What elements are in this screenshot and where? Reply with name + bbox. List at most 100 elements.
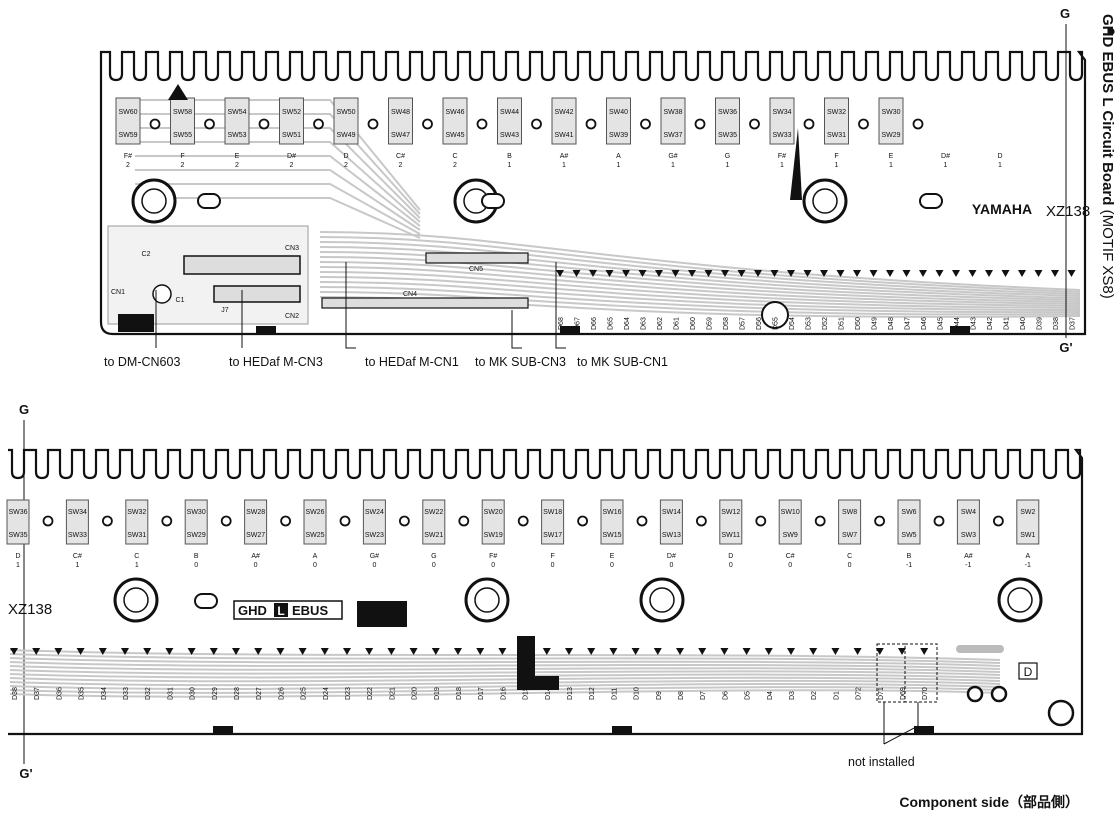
- diode-symbol: [498, 648, 507, 655]
- switch-pad: [442, 97, 468, 145]
- bar-pad: [956, 645, 1004, 653]
- switch-label: SW35: [718, 132, 737, 139]
- key-octave: 0: [848, 562, 852, 569]
- diode-label: D65: [608, 317, 615, 330]
- switch-label: SW27: [246, 532, 265, 539]
- top-trace: [319, 266, 1081, 305]
- key-octave: 2: [181, 162, 185, 169]
- key-octave: 1: [671, 162, 675, 169]
- mount-hole: [367, 118, 379, 130]
- diode-symbol: [54, 648, 63, 655]
- top-trace: [319, 241, 1081, 295]
- diode-label: D6: [722, 691, 729, 700]
- top-trace: [319, 246, 1081, 297]
- bottom-trace: [9, 682, 1001, 691]
- capacitor-c1: [152, 284, 172, 304]
- key-octave: 0: [551, 562, 555, 569]
- page-title: ● GHD EBUS L Circuit Board (MOTIF XS8): [1099, 14, 1116, 299]
- switch-label: SW47: [391, 132, 410, 139]
- bottom-trace: [9, 649, 1001, 661]
- diode-symbol: [853, 648, 862, 655]
- diode-label: D45: [938, 317, 945, 330]
- diode-label: D32: [145, 687, 152, 700]
- switch-label: SW24: [365, 509, 384, 516]
- key-octave: -1: [1025, 562, 1031, 569]
- bottom-trace: [9, 676, 1001, 683]
- top-trace: [319, 271, 1081, 307]
- top-trace: [135, 127, 421, 219]
- diode-symbol: [609, 648, 618, 655]
- key-note: D#: [941, 153, 950, 160]
- key-octave: 0: [313, 562, 317, 569]
- bottom-trace: [9, 673, 1001, 679]
- key-octave: 2: [126, 162, 130, 169]
- switch-label: SW21: [424, 532, 443, 539]
- key-octave: 1: [135, 562, 139, 569]
- key-note: D: [343, 153, 348, 160]
- marker-g: G: [19, 402, 29, 417]
- switch-label: SW60: [118, 109, 137, 116]
- key-octave: 1: [16, 562, 20, 569]
- switch-label: SW30: [881, 109, 900, 116]
- key-octave: 1: [780, 162, 784, 169]
- switch-label: SW14: [662, 509, 681, 516]
- screw-hole: [761, 301, 789, 329]
- key-octave: 1: [508, 162, 512, 169]
- switch-label: SW43: [500, 132, 519, 139]
- switch-label: SW18: [543, 509, 562, 516]
- switch-label: SW29: [187, 532, 206, 539]
- diode-symbol: [589, 270, 597, 277]
- switch-label: SW34: [772, 109, 791, 116]
- top-trace: [319, 291, 1081, 316]
- switch-label: SW3: [961, 532, 976, 539]
- key-note: D: [15, 553, 20, 560]
- diode-symbol: [1034, 270, 1043, 277]
- diode-label: D38: [1053, 317, 1060, 330]
- large-l-mark: [517, 636, 559, 690]
- diode-label: D44: [954, 317, 961, 330]
- diode-symbol: [803, 270, 812, 277]
- diode-label: D62: [657, 317, 664, 330]
- switch-pad: [244, 499, 268, 545]
- key-note: D#: [287, 153, 296, 160]
- key-octave: -1: [965, 562, 971, 569]
- switch-label: SW38: [663, 109, 682, 116]
- diode-label: D46: [921, 317, 928, 330]
- key-octave: 2: [235, 162, 239, 169]
- diode-symbol: [853, 270, 861, 277]
- top-trace: [319, 276, 1081, 309]
- connector-label: CN1: [111, 289, 125, 296]
- badge-box: [1018, 662, 1038, 680]
- key-note: G: [725, 153, 730, 160]
- callout-label: not installed: [848, 755, 915, 769]
- switch-label: SW37: [663, 132, 682, 139]
- connector-area: [107, 225, 309, 325]
- mount-hole: [102, 515, 113, 527]
- screw-hole-inner: [474, 587, 500, 613]
- key-octave: 1: [998, 162, 1002, 169]
- slot-hole: [919, 193, 943, 209]
- switch-pad: [1016, 499, 1040, 545]
- mount-hole: [422, 118, 433, 130]
- board-model: XZ138: [8, 601, 52, 618]
- key-octave: -1: [906, 562, 912, 569]
- diode-label: D31: [167, 687, 174, 700]
- bottom-trace: [9, 689, 1001, 698]
- key-octave: 0: [669, 562, 673, 569]
- diode-label: D55: [773, 317, 780, 330]
- mount-hole: [803, 118, 815, 130]
- switch-label: SW13: [662, 532, 681, 539]
- mount-hole: [933, 515, 945, 527]
- key-note: A: [1025, 553, 1030, 560]
- switch-pad: [778, 499, 802, 545]
- diode-label: D13: [567, 687, 574, 700]
- switch-pad: [65, 499, 89, 545]
- diode-symbol: [298, 648, 307, 655]
- diode-symbol: [556, 270, 564, 277]
- top-trace: [135, 183, 421, 235]
- diode-symbol: [688, 270, 696, 277]
- key-note: F#: [489, 553, 497, 560]
- key-note: A#: [964, 553, 973, 560]
- bottom-trace: [9, 657, 1001, 667]
- key-octave: 0: [194, 562, 198, 569]
